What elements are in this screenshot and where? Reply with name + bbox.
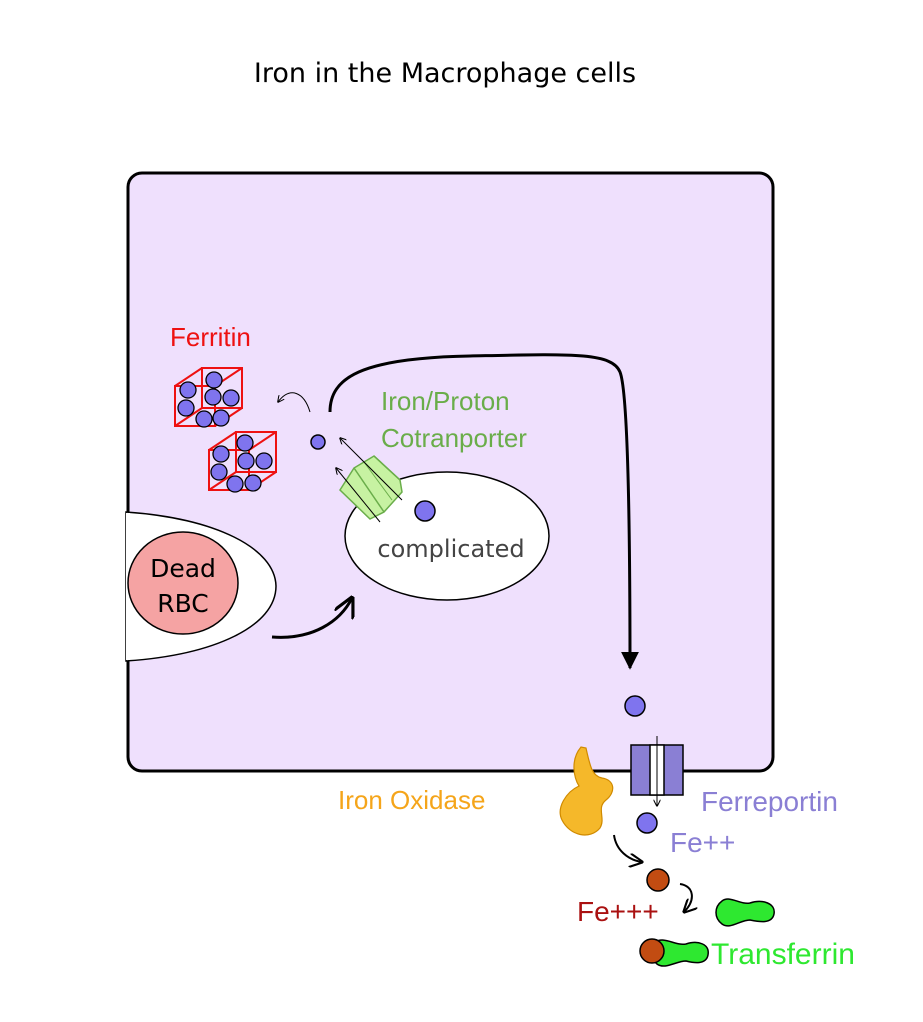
rbc-label-line1: Dead [150,554,216,583]
cytosol-iron-dot [310,434,326,450]
transferrin-label: Transferrin [711,938,855,971]
fe3-iron-dot [646,868,670,892]
rbc-to-vesicle-arrow [271,598,352,639]
ferritin-label: Ferritin [170,322,251,352]
binding-arrow [679,883,692,912]
vesicle-iron-dot [414,500,436,522]
rbc-label-line2: RBC [157,589,209,618]
cotransport-arrow-left [336,468,381,523]
fe3-label: Fe+++ [577,896,659,927]
ferritin-cube-1-iron [177,371,240,428]
export-iron-dot [624,695,646,717]
vesicle [344,471,550,601]
ferritin-cube-2-iron [210,434,273,493]
ferreportin-label: Ferreportin [701,786,838,817]
ferreportin-channel [630,736,684,806]
vesicle-label: complicated [377,535,524,563]
iron-oxidase [559,746,614,836]
iron-export-arrow [328,353,639,670]
oxidase-label: Iron Oxidase [338,785,485,815]
dead-rbc [127,531,239,635]
diagram-title: Iron in the Macrophage cells [254,58,636,89]
cotransport-arrow-right [340,438,403,501]
iron-proton-cotransporter [339,455,403,520]
oxidation-arrow [613,834,642,862]
fe2-iron-dot [636,812,658,834]
transferrin-bound-iron [639,938,665,964]
transferrin-free [715,898,775,927]
fe2-label: Fe++ [670,827,735,858]
cotransporter-label-line2: Cotranporter [381,423,527,453]
iron-to-ferritin-arrow [278,392,311,413]
cotransporter-label-line1: Iron/Proton [381,386,510,416]
